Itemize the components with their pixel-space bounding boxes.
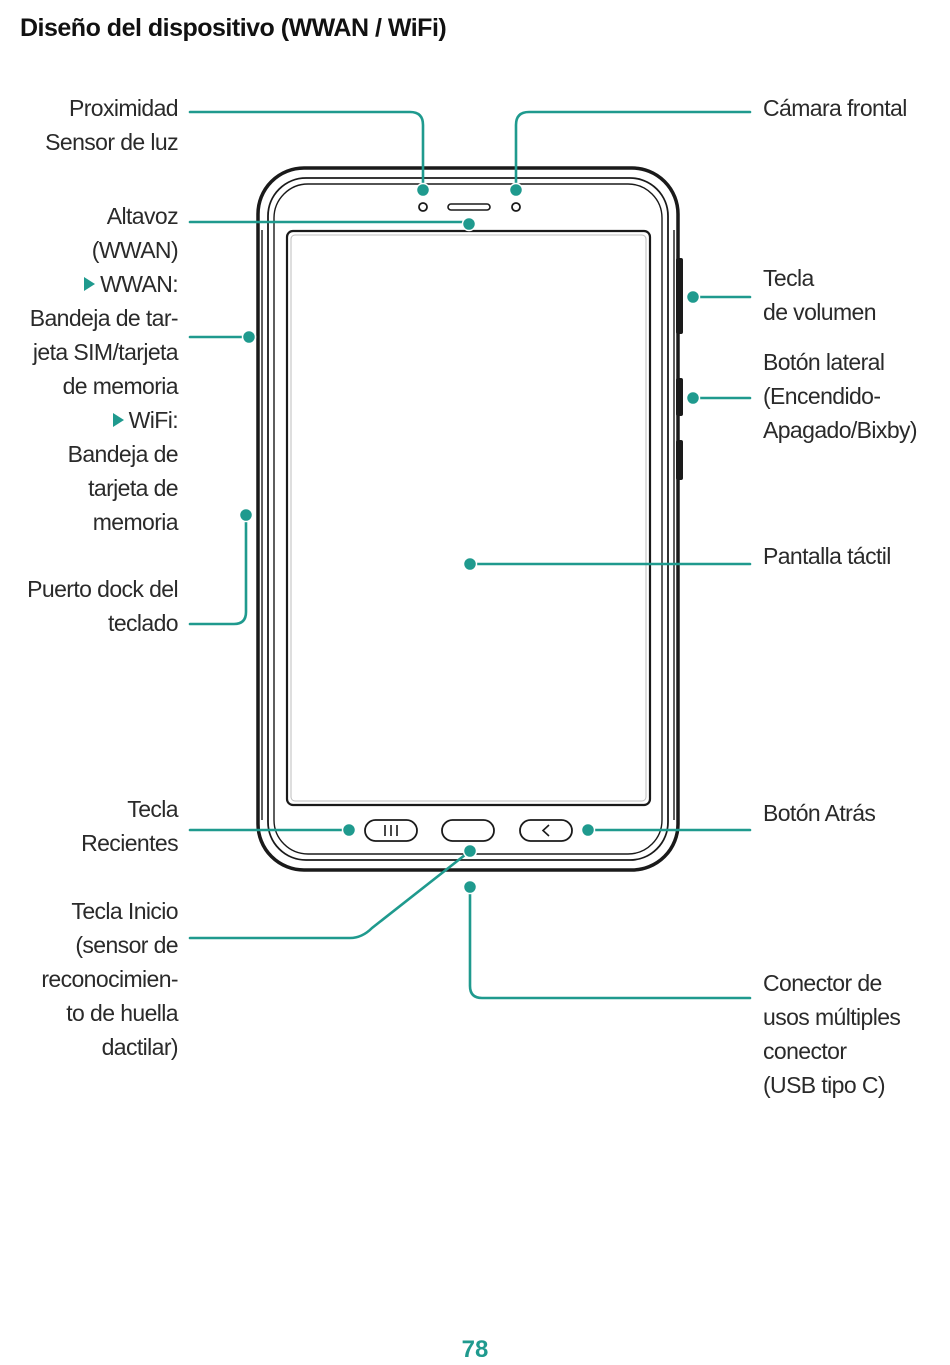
tablet-outline	[256, 166, 680, 872]
page-number: 78	[461, 1336, 489, 1363]
callout-lines	[188, 110, 752, 1000]
triangle-bullet-icon	[112, 413, 124, 427]
label-touchscreen: Pantalla táctil	[763, 543, 891, 569]
label-multipurpose-connector: Conector de usos múltiples conector (USB…	[763, 970, 901, 1098]
label-speaker: Altavoz (WWAN)	[91, 203, 179, 263]
label-sim-tray: WWAN: Bandeja de tar- jeta SIM/tarjeta d…	[29, 271, 179, 535]
side-buttons	[676, 258, 683, 480]
label-front-camera: Cámara frontal	[763, 95, 907, 121]
triangle-bullet-icon	[84, 277, 96, 291]
label-side-button: Botón lateral (Encendido- Apagado/Bixby)	[763, 349, 918, 443]
back-key	[519, 819, 573, 842]
label-back-button: Botón Atrás	[763, 800, 876, 826]
home-key	[441, 819, 495, 842]
proximity-sensor	[418, 202, 428, 212]
front-camera	[511, 202, 521, 212]
callout-dots	[238, 182, 701, 895]
touchscreen-area	[285, 229, 652, 807]
back-glyph	[541, 824, 550, 837]
label-recents-key: Tecla Recientes	[81, 796, 178, 856]
label-keyboard-dock: Puerto dock del teclado	[27, 576, 178, 636]
speaker-grille	[447, 203, 491, 211]
label-proximity-sensor: Proximidad Sensor de luz	[45, 95, 178, 155]
label-volume-key: Tecla de volumen	[763, 265, 877, 325]
recents-glyph	[384, 825, 398, 836]
navigation-keys	[364, 819, 573, 842]
label-home-key: Tecla Inicio (sensor de reconocimien- to…	[41, 898, 178, 1060]
page-title: Diseño del dispositivo (WWAN / WiFi)	[20, 14, 447, 42]
